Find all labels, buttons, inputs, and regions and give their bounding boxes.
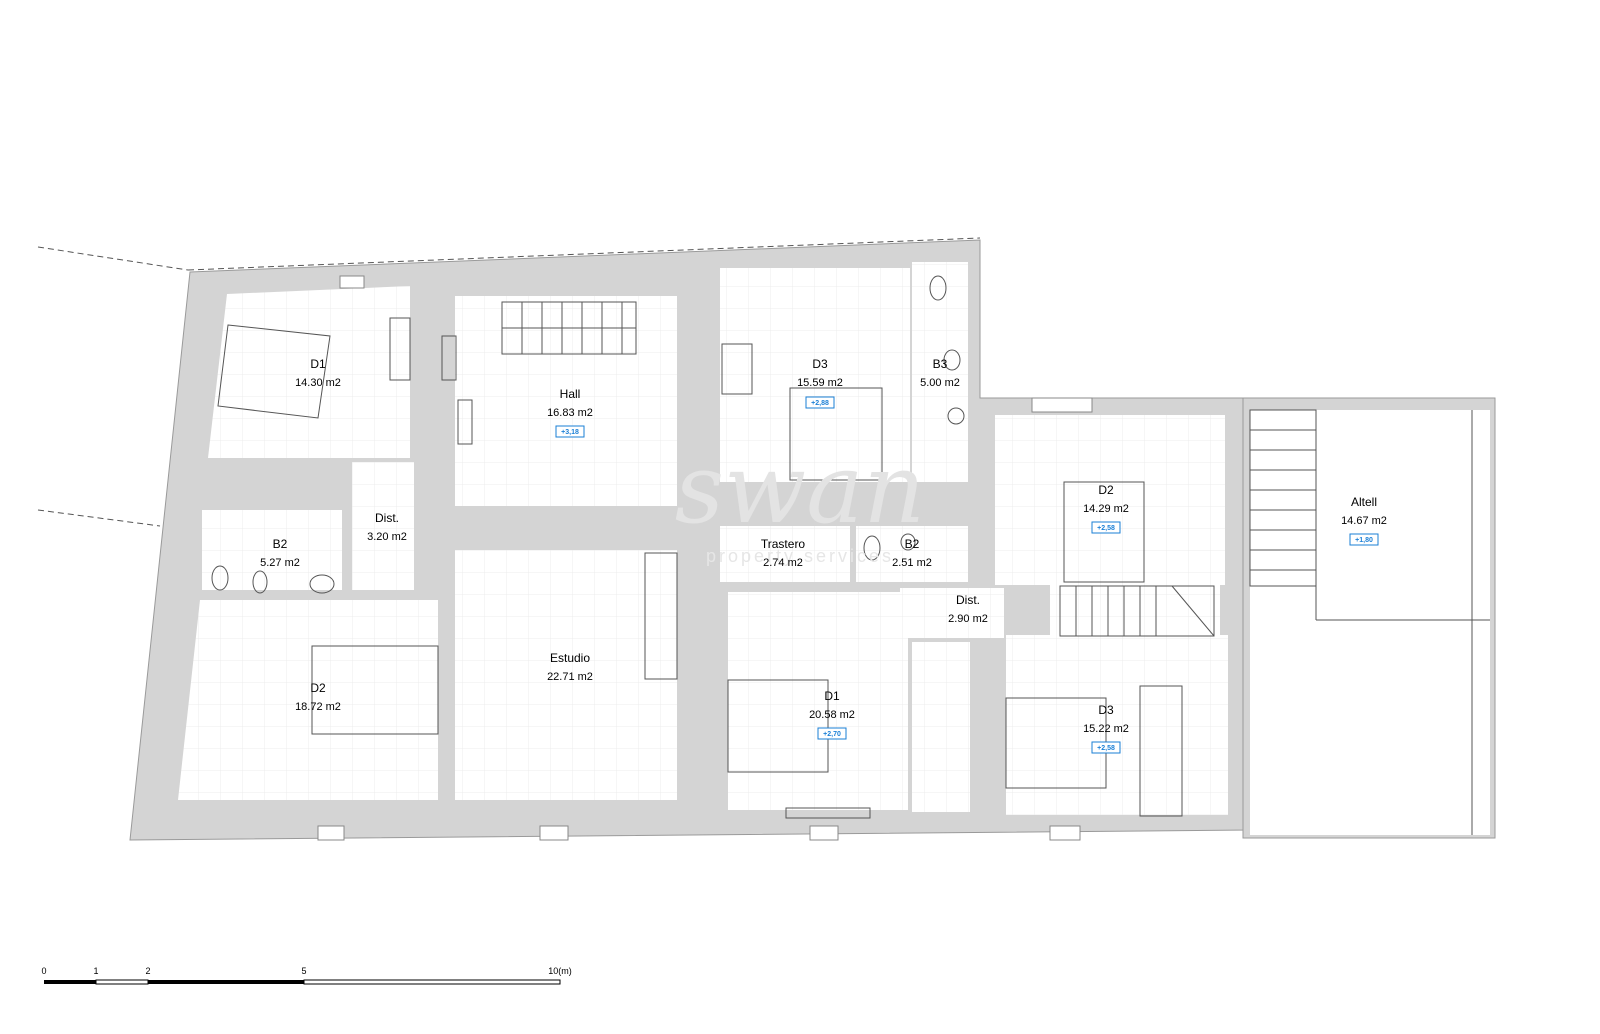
watermark-brand: swan	[675, 433, 926, 545]
room-label-b2-left: B2 5.27 m2	[260, 537, 300, 569]
svg-text:Dist.: Dist.	[956, 593, 980, 607]
room-label-d2-right: D2 14.29 m2 +2,58	[1083, 483, 1129, 534]
svg-text:+1,80: +1,80	[1355, 537, 1373, 544]
svg-text:20.58 m2: 20.58 m2	[809, 709, 855, 721]
svg-text:Estudio: Estudio	[550, 651, 590, 665]
scale-tick-0: 0	[41, 966, 46, 976]
svg-text:D2: D2	[1098, 483, 1114, 497]
room-label-d1-left: D1 14.30 m2	[295, 357, 341, 389]
svg-text:B3: B3	[933, 357, 948, 371]
scale-bar: 0 1 2 5 10(m)	[41, 966, 572, 985]
svg-text:Dist.: Dist.	[375, 511, 399, 525]
scale-tick-5: 5	[301, 966, 306, 976]
svg-text:16.83 m2: 16.83 m2	[547, 407, 593, 419]
svg-text:D1: D1	[824, 689, 840, 703]
svg-text:5.00 m2: 5.00 m2	[920, 377, 960, 389]
fixtures	[211, 275, 1490, 835]
svg-text:+2,58: +2,58	[1097, 745, 1115, 752]
svg-text:2.90 m2: 2.90 m2	[948, 613, 988, 625]
room-label-altell: Altell 14.67 m2 +1,80	[1341, 495, 1387, 546]
svg-text:+2,88: +2,88	[811, 400, 829, 407]
site-boundary	[37, 237, 981, 527]
room-label-b2-mid: B2 2.51 m2	[892, 537, 932, 569]
svg-text:14.29 m2: 14.29 m2	[1083, 503, 1129, 515]
svg-text:B2: B2	[905, 537, 920, 551]
scale-tick-2: 2	[145, 966, 150, 976]
svg-text:15.22 m2: 15.22 m2	[1083, 723, 1129, 735]
watermark-tagline: property services	[706, 546, 894, 566]
room-label-dist-mid: Dist. 2.90 m2	[948, 593, 988, 625]
svg-text:D2: D2	[310, 681, 326, 695]
svg-text:Hall: Hall	[560, 387, 581, 401]
room-label-hall: Hall 16.83 m2 +3,18	[547, 387, 593, 438]
room-label-trastero: Trastero 2.74 m2	[761, 537, 806, 569]
svg-text:5.27 m2: 5.27 m2	[260, 557, 300, 569]
svg-text:18.72 m2: 18.72 m2	[295, 701, 341, 713]
svg-text:15.59 m2: 15.59 m2	[797, 377, 843, 389]
room-label-b3: B3 5.00 m2	[920, 357, 960, 389]
svg-text:+2,58: +2,58	[1097, 525, 1115, 532]
svg-text:D3: D3	[812, 357, 828, 371]
svg-text:3.20 m2: 3.20 m2	[367, 531, 407, 543]
svg-text:D1: D1	[310, 357, 326, 371]
svg-text:14.30 m2: 14.30 m2	[295, 377, 341, 389]
svg-text:+3,18: +3,18	[561, 429, 579, 436]
room-label-d3-top: D3 15.59 m2 +2,88	[797, 357, 843, 409]
svg-text:2.74 m2: 2.74 m2	[763, 557, 803, 569]
svg-text:2.51 m2: 2.51 m2	[892, 557, 932, 569]
svg-text:Trastero: Trastero	[761, 537, 806, 551]
room-interiors	[178, 262, 1490, 835]
svg-text:+2,70: +2,70	[823, 731, 841, 738]
svg-text:Altell: Altell	[1351, 495, 1377, 509]
svg-text:22.71 m2: 22.71 m2	[547, 671, 593, 683]
svg-text:D3: D3	[1098, 703, 1114, 717]
room-label-d2-left: D2 18.72 m2	[295, 681, 341, 713]
scale-tick-1: 1	[93, 966, 98, 976]
room-label-estudio: Estudio 22.71 m2	[547, 651, 593, 683]
room-labels: D1 14.30 m2 Hall 16.83 m2 +3,18 D3 15.59…	[260, 357, 1387, 754]
room-label-d3-right: D3 15.22 m2 +2,58	[1083, 703, 1129, 754]
room-label-dist-left: Dist. 3.20 m2	[367, 511, 407, 543]
svg-text:B2: B2	[273, 537, 288, 551]
windows	[317, 275, 1093, 841]
svg-text:14.67 m2: 14.67 m2	[1341, 515, 1387, 527]
scale-tick-10: 10(m)	[548, 966, 572, 976]
room-label-d1-mid: D1 20.58 m2 +2,70	[809, 689, 855, 740]
